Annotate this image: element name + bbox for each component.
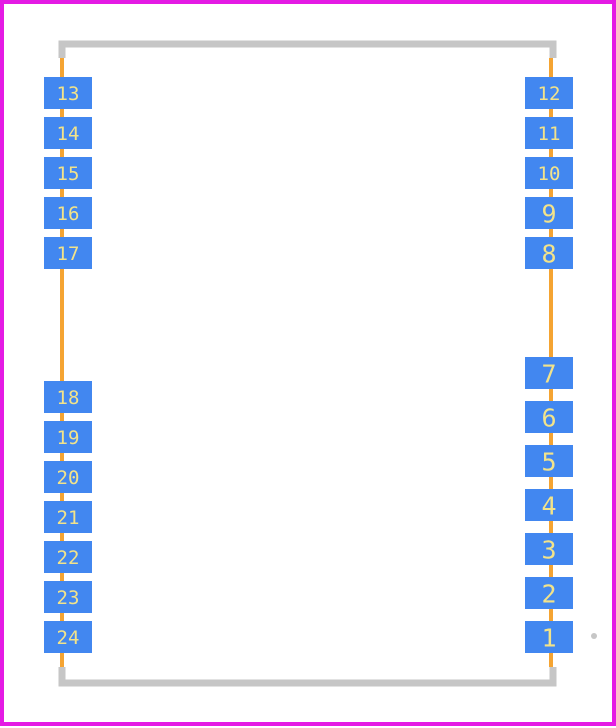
pad-8 [525, 237, 573, 269]
pad-label-18: 18 [57, 387, 80, 409]
pad-label-19: 19 [57, 427, 80, 449]
pad-label-16: 16 [57, 203, 80, 225]
pad-1 [525, 621, 573, 653]
pad-label-12: 12 [538, 83, 561, 105]
pad-label-13: 13 [57, 83, 80, 105]
pad-21 [44, 501, 92, 533]
pad-17 [44, 237, 92, 269]
pad-22 [44, 541, 92, 573]
pad-6 [525, 401, 573, 433]
pad-14 [44, 117, 92, 149]
pad-13 [44, 77, 92, 109]
pad-23 [44, 581, 92, 613]
pad-label-14: 14 [57, 123, 80, 145]
body-outline-bottom [58, 667, 557, 687]
pad-label-20: 20 [57, 467, 80, 489]
pad-label-2: 2 [541, 580, 556, 609]
pad-9 [525, 197, 573, 229]
pad-label-10: 10 [538, 163, 561, 185]
pad-18 [44, 381, 92, 413]
pad-label-11: 11 [538, 123, 561, 145]
pad-label-1: 1 [541, 624, 556, 653]
pad-label-24: 24 [57, 627, 80, 649]
pad-12 [525, 77, 573, 109]
pad-label-15: 15 [57, 163, 80, 185]
pad-label-17: 17 [57, 243, 80, 265]
pad-10 [525, 157, 573, 189]
pad-label-4: 4 [541, 492, 556, 521]
pad-label-9: 9 [541, 200, 556, 229]
pad-4 [525, 489, 573, 521]
pad-24 [44, 621, 92, 653]
pin1-marker-icon [591, 633, 597, 639]
pad-label-8: 8 [541, 240, 556, 269]
pad-label-22: 22 [57, 547, 80, 569]
pad-label-5: 5 [541, 448, 556, 477]
pad-label-23: 23 [57, 587, 80, 609]
body-outline-top [58, 40, 557, 58]
pad-11 [525, 117, 573, 149]
pad-7 [525, 357, 573, 389]
pad-label-3: 3 [541, 536, 556, 565]
pad-label-7: 7 [541, 360, 556, 389]
pad-19 [44, 421, 92, 453]
pad-5 [525, 445, 573, 477]
pad-2 [525, 577, 573, 609]
pad-20 [44, 461, 92, 493]
pad-label-6: 6 [541, 404, 556, 433]
pad-16 [44, 197, 92, 229]
pad-label-21: 21 [57, 507, 80, 529]
pad-3 [525, 533, 573, 565]
pad-15 [44, 157, 92, 189]
